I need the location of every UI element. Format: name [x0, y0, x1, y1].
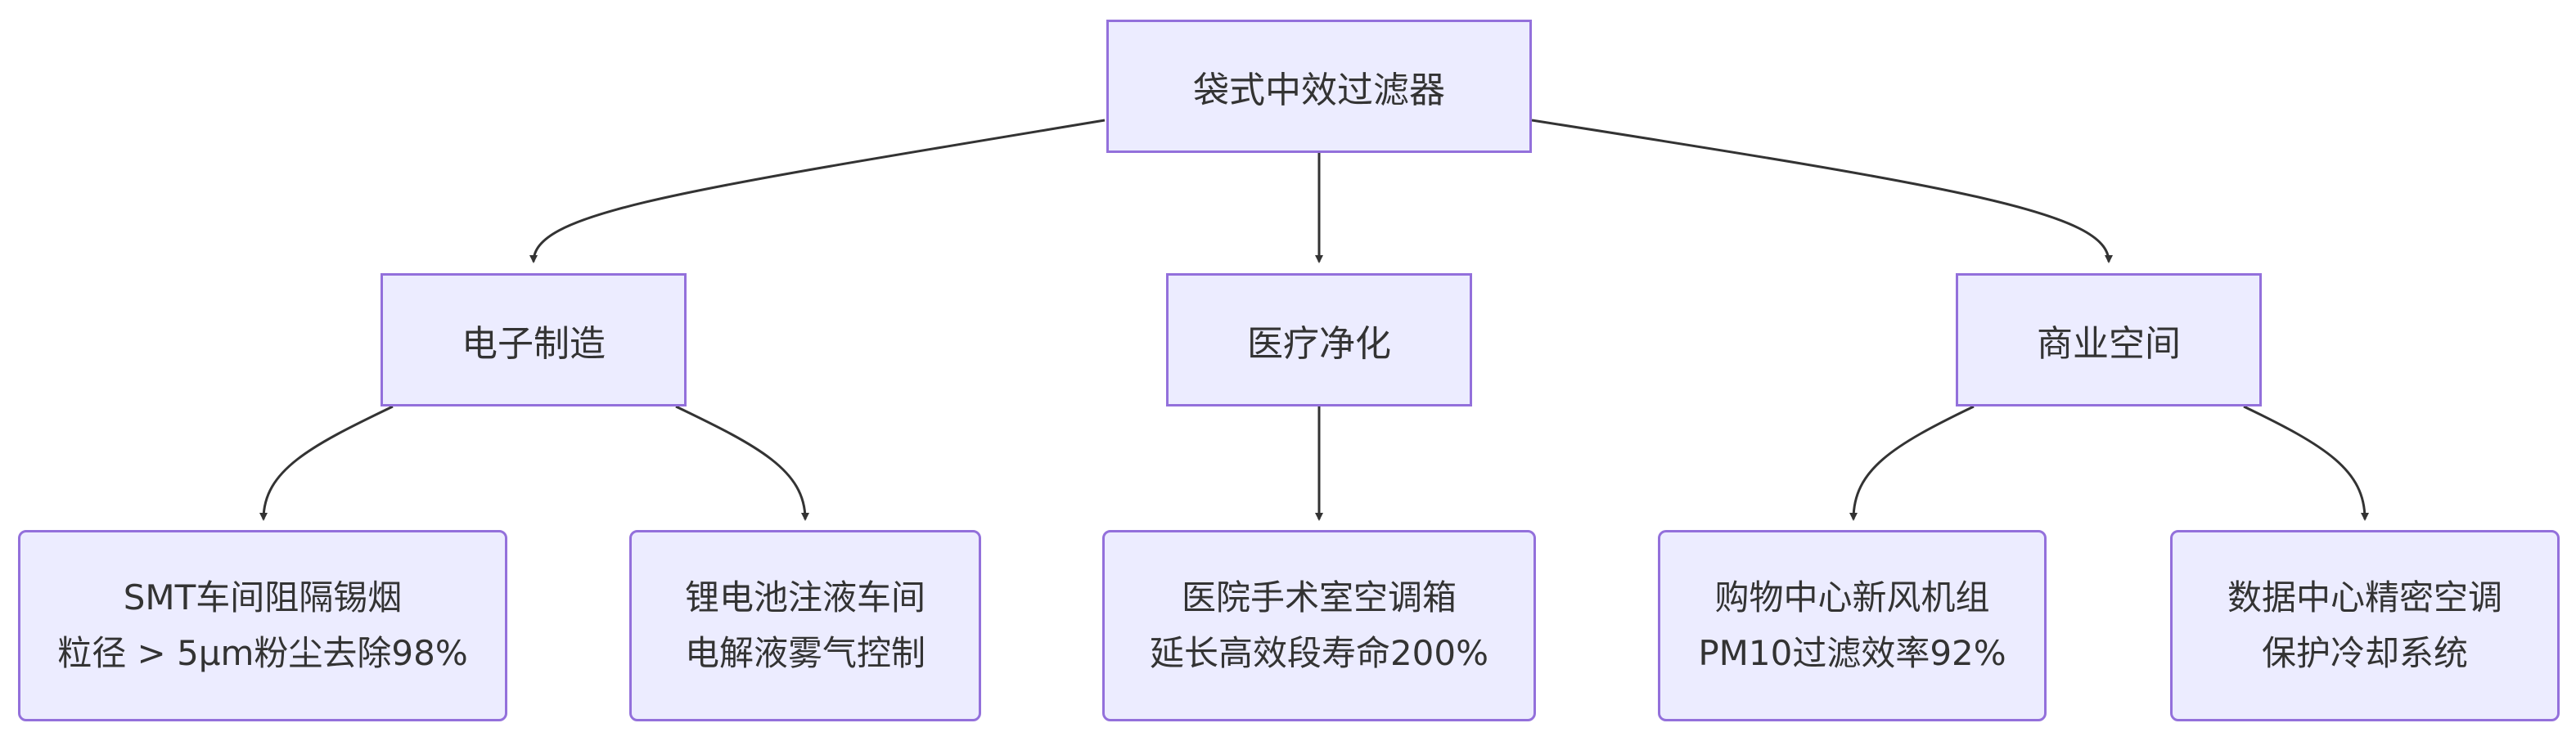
- node-hospital: 医院手术室空调箱 延长高效段寿命200%: [1102, 530, 1536, 721]
- node-lithium-line2: 电解液雾气控制: [684, 633, 925, 673]
- edge-root-to-electronics: [529, 119, 1106, 263]
- node-commercial: 商业空间: [1956, 273, 2262, 406]
- node-lithium-line1: 锂电池注液车间: [684, 577, 925, 618]
- edge-electronics-to-smt: [259, 405, 394, 521]
- node-hospital-line2: 延长高效段寿命200%: [1149, 633, 1489, 673]
- node-mall: 购物中心新风机组 PM10过滤效率92%: [1658, 530, 2047, 721]
- edge-electronics-to-lithium: [675, 405, 809, 521]
- node-lithium: 锂电池注液车间 电解液雾气控制: [629, 530, 981, 721]
- node-datacenter-line1: 数据中心精密空调: [2227, 577, 2502, 618]
- node-root: 袋式中效过滤器: [1106, 20, 1532, 153]
- node-mall-line2: PM10过滤效率92%: [1698, 633, 2006, 673]
- node-commercial-label: 商业空间: [2037, 322, 2181, 365]
- node-hospital-line1: 医院手术室空调箱: [1181, 577, 1457, 618]
- edge-commercial-to-mall: [1849, 405, 1975, 521]
- node-smt-line1: SMT车间阻隔锡烟: [123, 577, 403, 618]
- edge-commercial-to-datacenter: [2243, 405, 2369, 521]
- node-datacenter: 数据中心精密空调 保护冷却系统: [2170, 530, 2560, 721]
- node-root-label: 袋式中效过滤器: [1193, 69, 1445, 111]
- node-electronics-label: 电子制造: [462, 322, 606, 365]
- node-electronics: 电子制造: [381, 273, 687, 406]
- edge-root-to-commercial: [1531, 119, 2113, 263]
- node-smt-line2: 粒径 > 5μm粉尘去除98%: [57, 633, 468, 673]
- node-mall-line1: 购物中心新风机组: [1714, 577, 1990, 618]
- node-medical-label: 医疗净化: [1247, 322, 1391, 365]
- node-smt: SMT车间阻隔锡烟 粒径 > 5μm粉尘去除98%: [18, 530, 507, 721]
- node-medical: 医疗净化: [1166, 273, 1472, 406]
- node-datacenter-line2: 保护冷却系统: [2261, 633, 2468, 673]
